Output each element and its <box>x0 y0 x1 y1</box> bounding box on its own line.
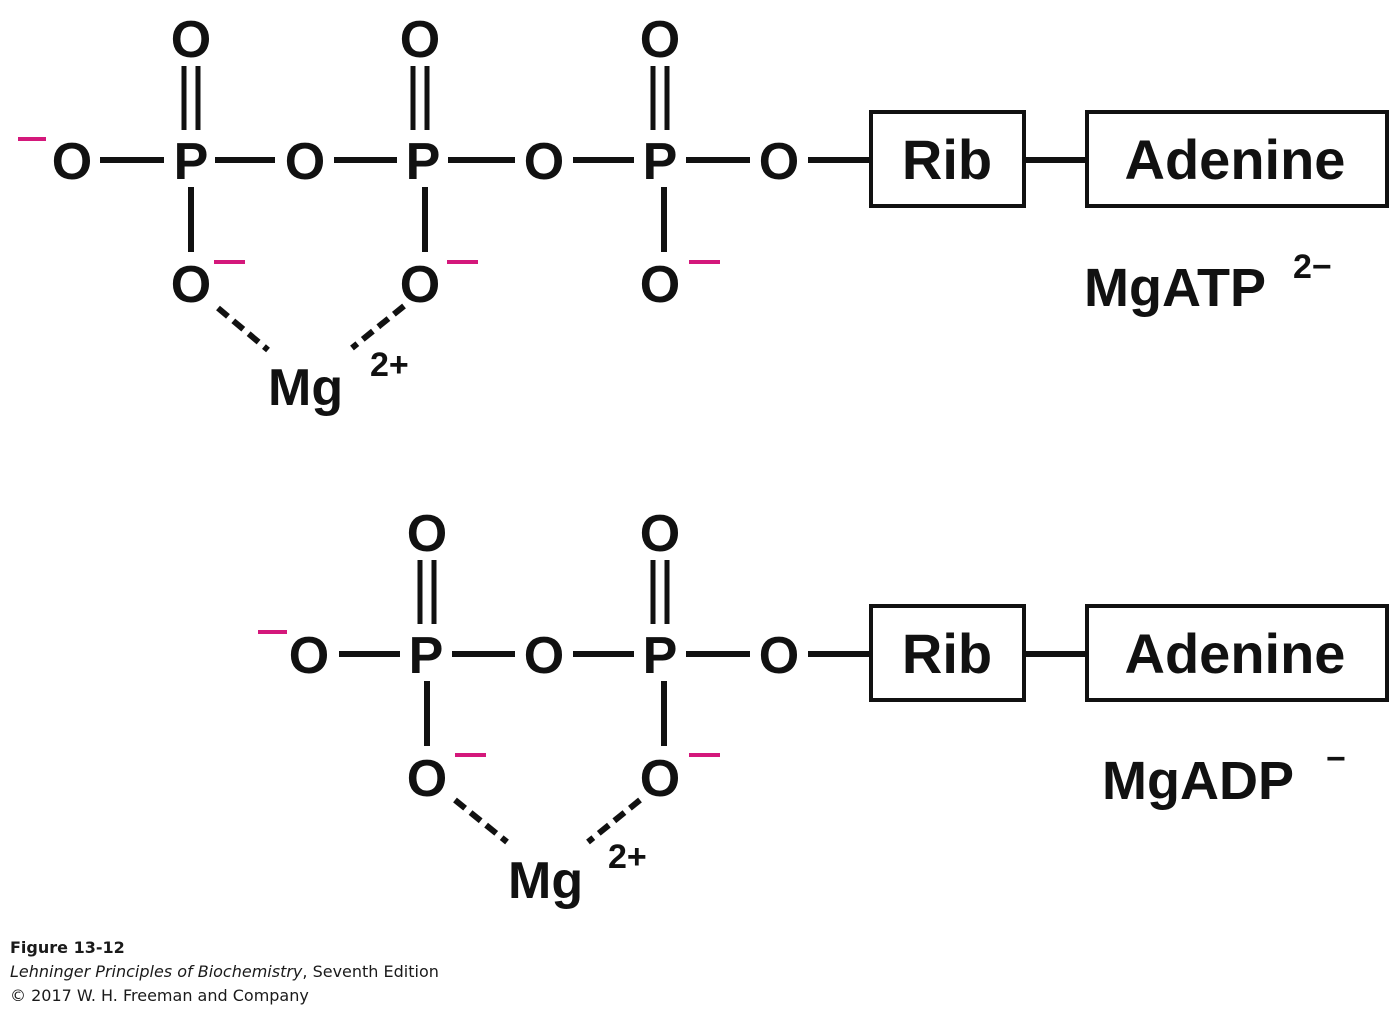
ribose-box <box>869 604 1026 702</box>
adenine-label: Adenine <box>1125 622 1346 685</box>
oxygen-atom: O <box>171 11 211 69</box>
ribose-label: Rib <box>902 622 992 685</box>
figure-number: Figure 13-12 <box>10 938 125 957</box>
molecule-charge: − <box>1326 740 1346 778</box>
oxygen-atom: O <box>640 505 680 563</box>
oxygen-atom: O <box>640 750 680 808</box>
molecule-charge: 2− <box>1293 248 1332 286</box>
molecule-name: MgADP <box>1102 751 1294 811</box>
mgadp-structure: O P O P O O O O O Mg 2+ Rib Adenine MgAD… <box>258 505 1389 910</box>
oxygen-atom: O <box>171 256 211 314</box>
ribose-box <box>869 110 1026 208</box>
oxygen-atom: O <box>52 133 92 191</box>
phosphorus-atom: P <box>409 627 444 685</box>
phosphorus-atom: P <box>643 627 678 685</box>
oxygen-atom: O <box>524 627 564 685</box>
adenine-box <box>1085 604 1389 702</box>
coordination-bond <box>453 797 509 845</box>
magnesium-charge: 2+ <box>370 346 409 384</box>
coordination-bond <box>586 797 642 845</box>
molecule-name: MgATP <box>1084 258 1266 318</box>
magnesium-charge: 2+ <box>608 838 647 876</box>
coordination-bond <box>216 305 270 353</box>
oxygen-atom: O <box>400 256 440 314</box>
oxygen-atom: O <box>524 133 564 191</box>
oxygen-atom: O <box>640 256 680 314</box>
figure-caption: Figure 13-12 Lehninger Principles of Bio… <box>10 936 439 1008</box>
magnesium-ion: Mg <box>268 359 343 417</box>
book-edition: , Seventh Edition <box>302 962 439 981</box>
magnesium-ion: Mg <box>508 852 583 910</box>
oxygen-atom: O <box>400 11 440 69</box>
oxygen-atom: O <box>759 627 799 685</box>
oxygen-atom: O <box>407 750 447 808</box>
adenine-label: Adenine <box>1125 128 1346 191</box>
oxygen-atom: O <box>407 505 447 563</box>
copyright-notice: © 2017 W. H. Freeman and Company <box>10 986 309 1005</box>
book-citation: Lehninger Principles of Biochemistry, Se… <box>10 960 439 984</box>
oxygen-atom: O <box>640 11 680 69</box>
oxygen-atom: O <box>285 133 325 191</box>
phosphorus-atom: P <box>174 133 209 191</box>
mgatp-structure: O P O P O P O O O O O O O Mg 2+ Rib Aden… <box>18 11 1389 417</box>
phosphorus-atom: P <box>406 133 441 191</box>
book-title: Lehninger Principles of Biochemistry <box>10 962 303 981</box>
phosphorus-atom: P <box>643 133 678 191</box>
oxygen-atom: O <box>289 627 329 685</box>
oxygen-atom: O <box>759 133 799 191</box>
adenine-box <box>1085 110 1389 208</box>
coordination-bond <box>350 303 406 351</box>
ribose-label: Rib <box>902 128 992 191</box>
